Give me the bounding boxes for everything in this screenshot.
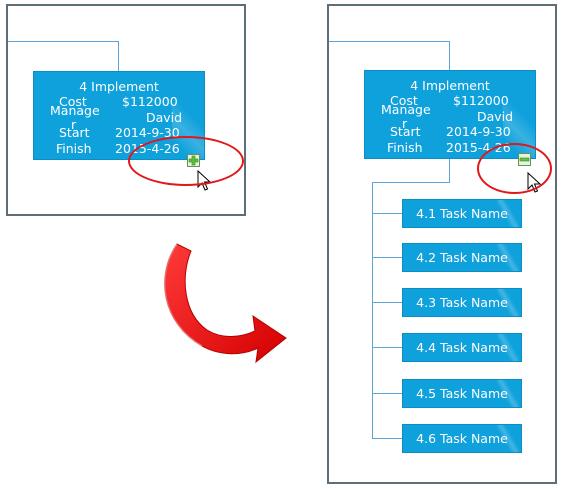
connector-line <box>372 257 402 258</box>
highlight-circle <box>477 143 552 194</box>
manager-label: Manage <box>381 102 431 117</box>
connector-line <box>372 302 402 303</box>
start-value: 2014-9-30 <box>446 124 511 139</box>
manager-label-wrap: r <box>402 116 408 131</box>
manager-value: David <box>146 110 183 125</box>
start-label: Start <box>59 125 90 140</box>
wbs-node-implement[interactable]: 4 Implement Cost $112000 Manage David r … <box>33 71 205 160</box>
transition-arrow-icon <box>164 243 287 364</box>
cost-label: Cost <box>390 93 418 108</box>
connector-line <box>118 41 119 72</box>
node-title: 4 Implement <box>79 79 159 94</box>
task-node[interactable]: 4.1 Task Name <box>402 199 522 228</box>
task-node[interactable]: 4.2 Task Name <box>402 243 522 272</box>
manager-value: David <box>477 109 514 124</box>
task-node[interactable]: 4.4 Task Name <box>402 333 522 362</box>
connector-line <box>449 159 450 182</box>
manager-label-wrap: r <box>71 117 77 132</box>
connector-line <box>372 182 373 438</box>
start-label: Start <box>390 124 421 139</box>
task-node[interactable]: 4.3 Task Name <box>402 288 522 317</box>
start-value: 2014-9-30 <box>115 125 180 140</box>
task-node[interactable]: 4.5 Task Name <box>402 379 522 408</box>
connector-line <box>372 393 402 394</box>
node-title: 4 Implement <box>410 78 490 93</box>
connector-line <box>329 41 449 42</box>
cost-value: $112000 <box>122 94 178 109</box>
finish-label: Finish <box>56 141 92 156</box>
task-node[interactable]: 4.6 Task Name <box>402 424 522 453</box>
connector-line <box>372 213 402 214</box>
finish-label: Finish <box>387 140 423 155</box>
manager-label: Manage <box>50 103 100 118</box>
connector-line <box>8 41 118 42</box>
cost-value: $112000 <box>453 93 509 108</box>
highlight-circle <box>128 136 244 186</box>
connector-line <box>372 438 402 439</box>
cost-label: Cost <box>59 94 87 109</box>
connector-line <box>372 182 450 183</box>
connector-line <box>372 347 402 348</box>
connector-line <box>449 41 450 71</box>
